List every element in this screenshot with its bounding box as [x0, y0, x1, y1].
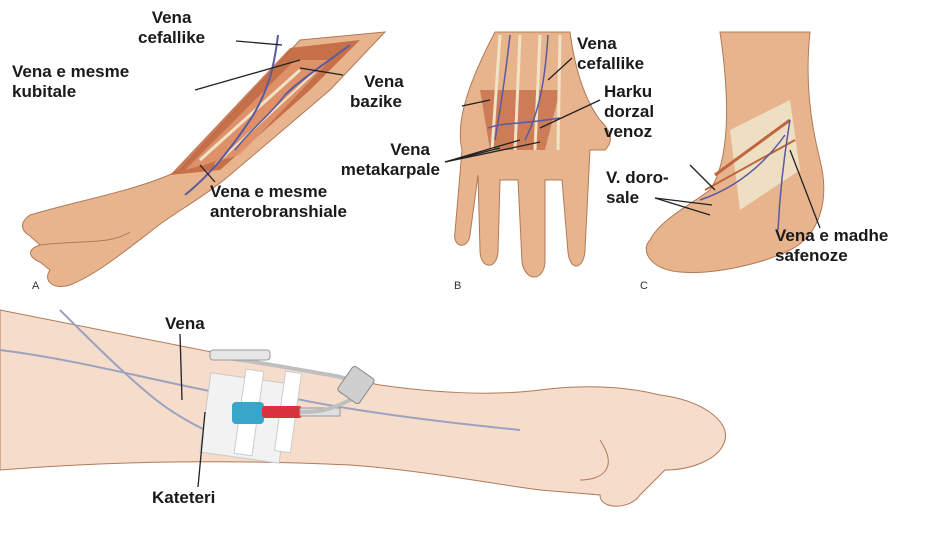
label-vena-cefallike-a: Vena cefallike — [138, 8, 205, 48]
label-v-dorosale: V. doro- sale — [606, 168, 669, 208]
label-vena-cefallike-b: Vena cefallike — [577, 34, 644, 74]
label-vena-mesme-kubitale: Vena e mesme kubitale — [12, 62, 129, 102]
label-harku-dorzal-venoz: Harku dorzal venoz — [604, 82, 654, 142]
panel-letter-b: B — [454, 280, 461, 292]
label-vena-metakarpale: Vena metakarpale — [340, 140, 440, 180]
label-vena-bottom: Vena — [165, 314, 205, 334]
label-kateteri: Kateteri — [152, 488, 215, 508]
panel-letter-a: A — [32, 280, 39, 292]
label-vena-bazike: Vena bazike — [350, 72, 404, 112]
panel-letter-c: C — [640, 280, 648, 292]
catheter-arm — [0, 310, 726, 506]
label-vena-madhe-safenoze: Vena e madhe safenoze — [775, 226, 888, 266]
label-vena-mesme-anterobranshiale: Vena e mesme anterobranshiale — [210, 182, 347, 222]
